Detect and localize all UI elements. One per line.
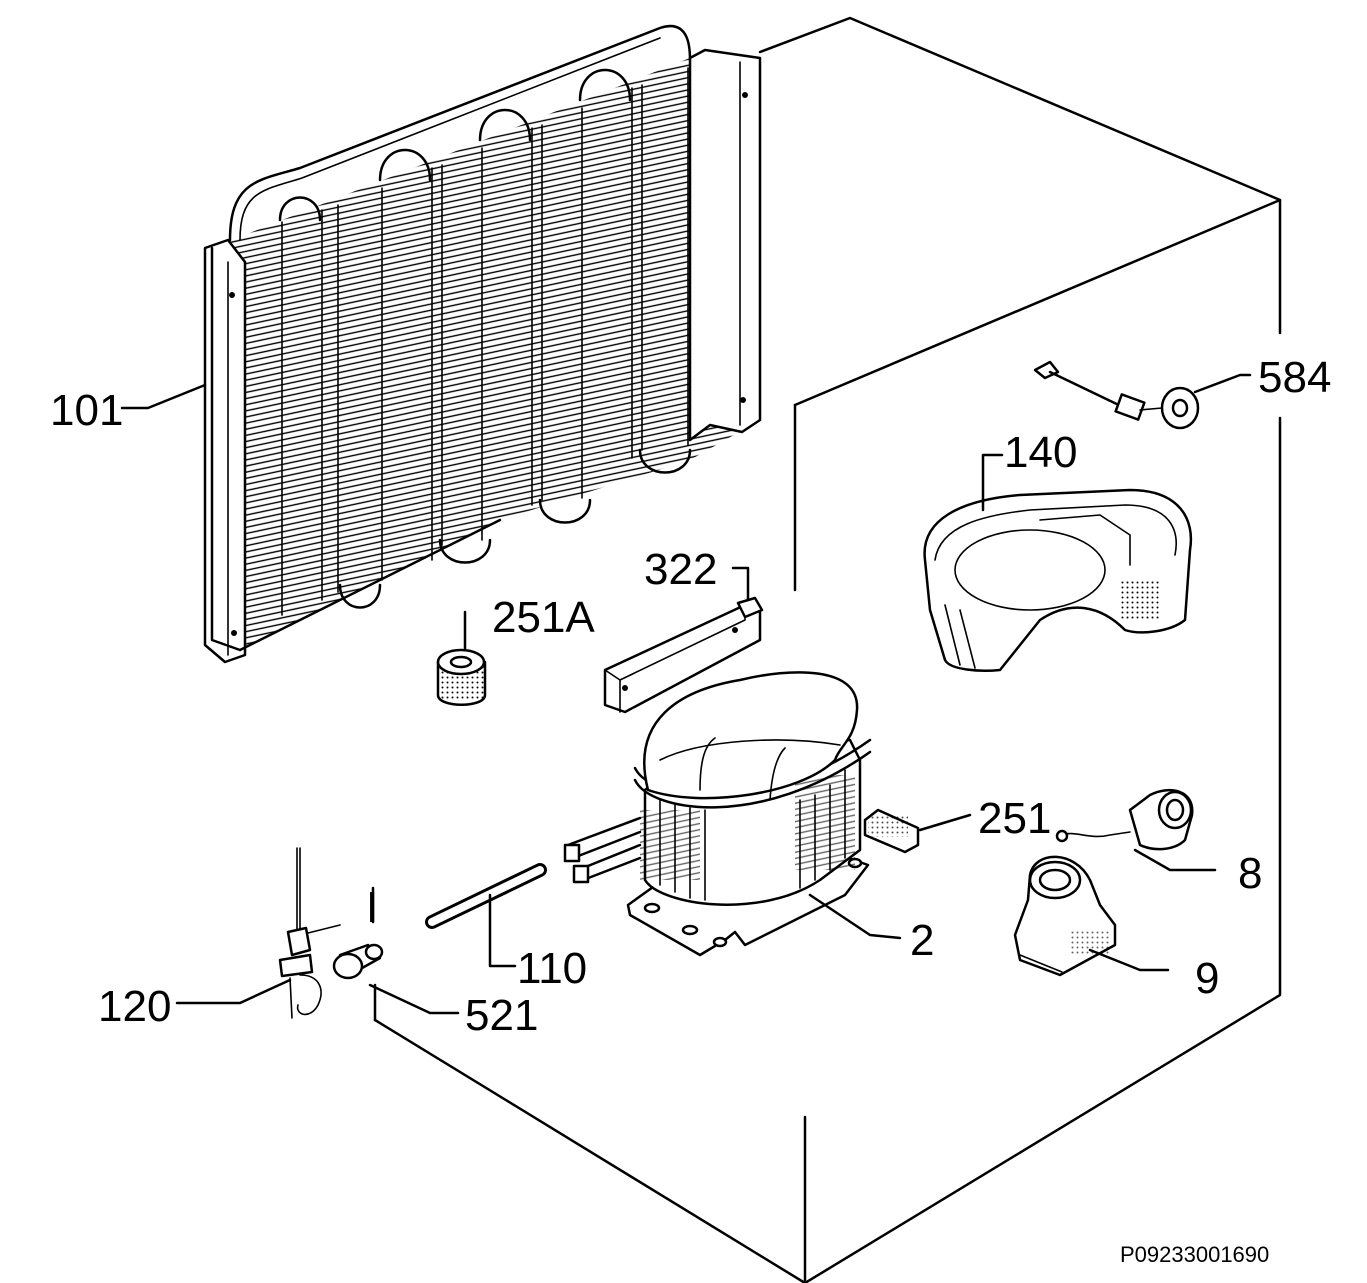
label-322: 322 <box>644 545 717 594</box>
label-2: 2 <box>910 916 934 965</box>
connector-251 <box>863 808 920 854</box>
condenser <box>203 24 762 664</box>
sensor-584 <box>1033 360 1200 430</box>
label-140: 140 <box>1004 428 1077 477</box>
leader-lines <box>120 373 1252 1015</box>
tube-110 <box>425 863 547 929</box>
plug-521 <box>332 943 384 980</box>
capillary-120 <box>278 847 341 1019</box>
label-110: 110 <box>517 944 587 993</box>
label-521: 521 <box>465 991 538 1040</box>
label-120: 120 <box>98 982 171 1031</box>
compressor <box>563 671 872 957</box>
grommet-251a <box>436 648 487 706</box>
label-584: 584 <box>1258 353 1331 402</box>
drip-tray-140 <box>923 488 1193 672</box>
overload-8 <box>1055 788 1194 851</box>
relay-9 <box>1013 855 1117 977</box>
label-9: 9 <box>1195 954 1219 1003</box>
bracket-322 <box>603 596 764 714</box>
reference-code: P09233001690 <box>1120 1242 1269 1267</box>
label-251: 251 <box>978 794 1051 843</box>
label-251a: 251A <box>492 593 595 642</box>
callout-labels: 101 584 140 322 251A 251 8 2 110 9 120 5… <box>50 353 1331 1040</box>
label-8: 8 <box>1238 849 1262 898</box>
label-i: I <box>366 883 378 932</box>
cabinet-outline <box>373 16 1282 1283</box>
label-101: 101 <box>50 386 123 435</box>
